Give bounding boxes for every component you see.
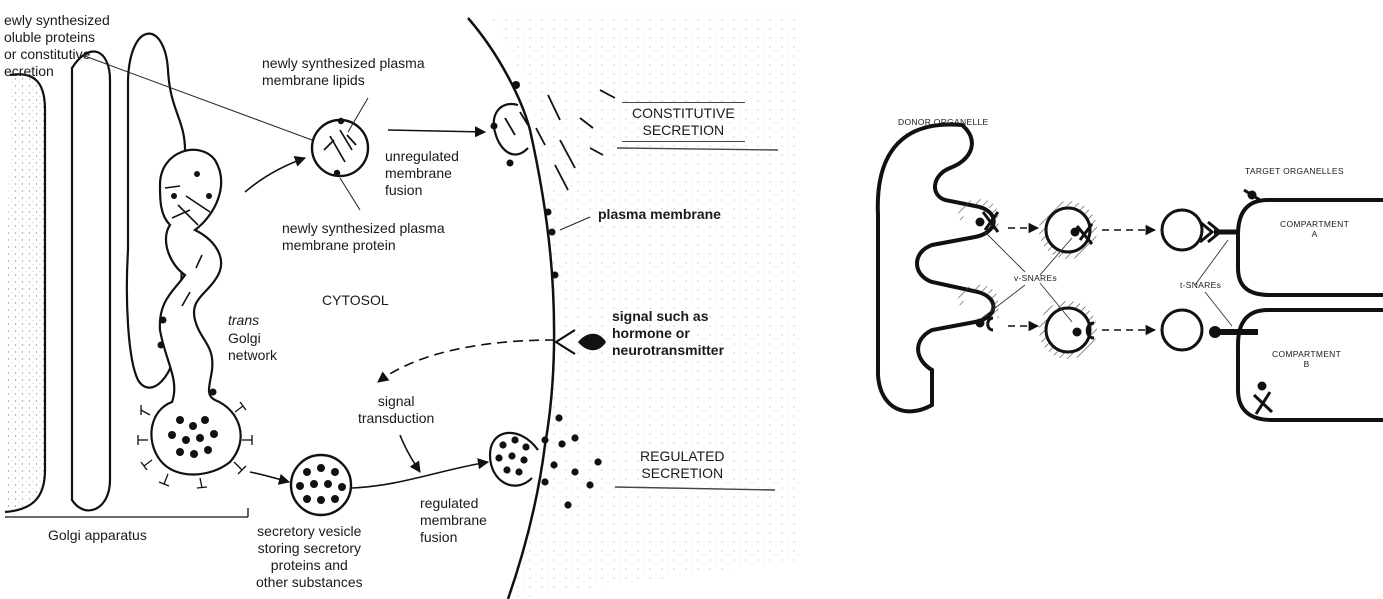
- label-constitutive-secretion: CONSTITUTIVE SECRETION: [622, 102, 745, 142]
- secretory-vesicle: [291, 455, 351, 515]
- label-v-snares: v-SNAREs: [1014, 273, 1057, 283]
- label-golgi-network: Golgi network: [228, 330, 277, 364]
- label-membrane-lipids: newly synthesized plasma membrane lipids: [262, 55, 425, 89]
- label-donor-organelle: DONOR ORGANELLE: [898, 117, 988, 127]
- transport-vesicles: [1042, 204, 1202, 356]
- label-secretory-vesicle: secretory vesicle storing secretory prot…: [256, 523, 363, 591]
- label-plasma-membrane: plasma membrane: [598, 206, 721, 223]
- label-regulated-fusion: regulated membrane fusion: [420, 495, 487, 546]
- label-target-organelles: TARGET ORGANELLES: [1245, 166, 1344, 176]
- donor-organelle: [878, 124, 998, 411]
- golgi-apparatus: [5, 34, 252, 517]
- label-unregulated-fusion: unregulated membrane fusion: [385, 148, 459, 199]
- label-membrane-protein: newly synthesized plasma membrane protei…: [282, 220, 445, 254]
- label-soluble-proteins: ewly synthesized oluble proteins or cons…: [4, 12, 110, 80]
- label-signal: signal such as hormone or neurotransmitt…: [612, 308, 724, 359]
- label-signal-transduction: signal transduction: [358, 393, 434, 427]
- label-t-snares: t-SNAREs: [1180, 280, 1221, 290]
- label-compartment-a: COMPARTMENT A: [1280, 219, 1349, 240]
- label-regulated-secretion: REGULATED SECRETION: [640, 448, 725, 482]
- label-golgi-apparatus: Golgi apparatus: [48, 527, 147, 544]
- label-cytosol: CYTOSOL: [322, 292, 389, 309]
- label-compartment-b: COMPARTMENT B: [1272, 349, 1341, 370]
- constitutive-vesicle: [312, 118, 368, 176]
- label-trans: trans: [228, 312, 259, 329]
